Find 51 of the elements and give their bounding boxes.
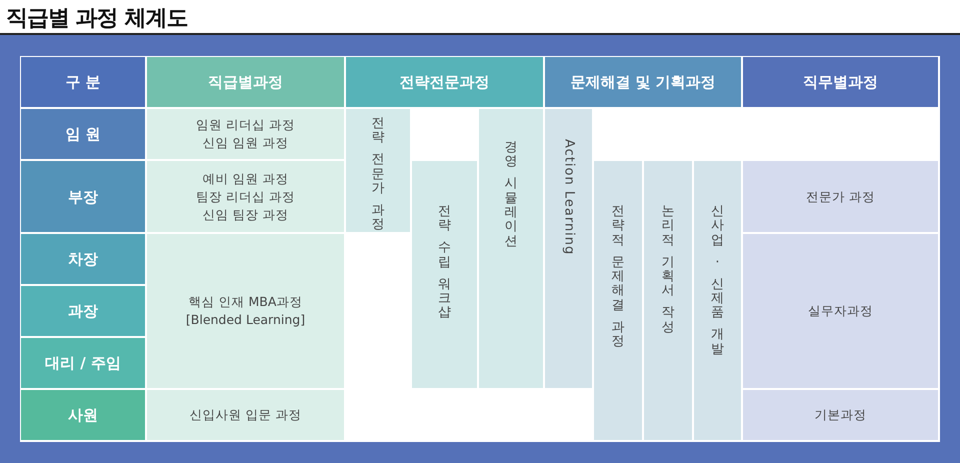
course-name: 예비 임원 과정 팀장 리더십 과정 신임 팀장 과정	[195, 170, 296, 224]
header-label: 부장	[68, 188, 98, 206]
course-column	[694, 161, 741, 440]
course-name: 전략 수립 워크샵	[438, 205, 451, 321]
course-name: 핵심 인재 MBA과정 [Blended Learning]	[184, 293, 306, 329]
course-name: 신입사원 입문 과정	[190, 406, 302, 424]
page-title: 직급별 과정 체계도	[6, 5, 188, 33]
header-cell	[147, 57, 344, 107]
course-cell	[147, 161, 344, 232]
header-cell	[21, 161, 145, 232]
course-column	[644, 161, 692, 440]
header-label: 대리 / 주임	[45, 354, 121, 372]
header-cell	[21, 286, 145, 336]
header-cell	[21, 338, 145, 388]
course-cell	[147, 234, 344, 388]
course-name: 기본과정	[814, 406, 866, 424]
header-label: 구 분	[65, 73, 101, 91]
course-name: 전략적 문제해결 과정	[612, 205, 624, 350]
course-column	[479, 109, 543, 388]
course-name: 전문가 과정	[806, 188, 875, 206]
header-cell	[21, 234, 145, 284]
header-cell	[21, 390, 145, 440]
course-name: 임원 리더십 과정 신임 임원 과정	[195, 116, 296, 152]
course-name: 신사업 · 신제품 개발	[711, 205, 724, 358]
course-column	[594, 161, 642, 440]
course-name: 실무자과정	[808, 302, 873, 320]
header-label: 임 원	[65, 125, 101, 143]
course-column	[412, 161, 477, 388]
course-cell	[743, 234, 938, 388]
header-cell	[743, 57, 938, 107]
course-column	[346, 109, 410, 232]
header-label: 문제해결 및 기획과정	[570, 73, 716, 91]
header-cell	[545, 57, 741, 107]
course-name: 논리적 기획서 작성	[662, 205, 674, 335]
course-cell	[147, 390, 344, 440]
header-label: 사원	[68, 406, 98, 424]
course-cell	[147, 109, 344, 159]
header-label: 차장	[68, 250, 98, 268]
header-cell	[346, 57, 543, 107]
course-cell	[743, 390, 938, 440]
course-name: 경영 시뮬레이션	[504, 141, 518, 249]
header-label: 직무별과정	[803, 73, 878, 91]
header-label: 직급별과정	[208, 73, 283, 91]
course-column	[545, 109, 592, 388]
header-label: 전략전문과정	[400, 73, 490, 91]
header-cell	[21, 109, 145, 159]
course-name: Action Learning	[560, 139, 578, 256]
course-name: 전략 전문가 과정	[372, 117, 384, 233]
course-cell	[743, 161, 938, 232]
header-cell	[21, 57, 145, 107]
header-label: 과장	[68, 302, 98, 320]
